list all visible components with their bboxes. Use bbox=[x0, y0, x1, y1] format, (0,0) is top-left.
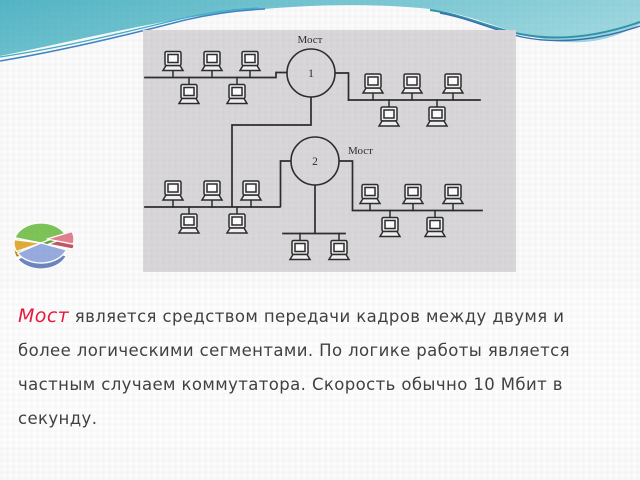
bridge2-label: Мост bbox=[348, 145, 373, 157]
bridge1-circle bbox=[286, 48, 336, 98]
computer-icon bbox=[426, 99, 448, 127]
bridge1-label: Мост bbox=[298, 34, 323, 46]
computer-icon bbox=[162, 180, 184, 208]
computer-icon bbox=[378, 99, 400, 127]
bridge2-number: 2 bbox=[312, 156, 318, 168]
wave-line-teal bbox=[0, 7, 259, 58]
computer-icon bbox=[239, 50, 261, 79]
computer-icon bbox=[162, 50, 184, 79]
text-line-1: Мост является средством передачи кадров … bbox=[18, 299, 622, 334]
top-wave-decoration bbox=[0, 0, 640, 62]
wave-line-blue bbox=[0, 8, 266, 62]
pie-slice-yellow bbox=[13, 238, 42, 253]
pie-chart-icon bbox=[13, 222, 75, 270]
wave-fill bbox=[0, 0, 640, 56]
diagram-panel: Мост 1 Мост 2 bbox=[143, 30, 516, 272]
computer-icon bbox=[401, 73, 423, 101]
network-diagram: Мост 1 Мост 2 bbox=[144, 34, 483, 261]
computer-icon bbox=[359, 183, 381, 212]
computer-icon bbox=[328, 232, 350, 261]
bus-segment-top-left bbox=[144, 71, 289, 79]
computer-icon bbox=[226, 76, 248, 105]
bridge2-circle bbox=[290, 136, 340, 186]
text-line-3: частным случаем коммутатора. Скорость об… bbox=[18, 375, 563, 394]
computer-icon bbox=[178, 76, 200, 105]
pie-slice-blue bbox=[16, 242, 68, 264]
bridge1-right-connector bbox=[334, 72, 350, 101]
computer-icon bbox=[424, 209, 446, 238]
computer-icon bbox=[442, 183, 464, 212]
computer-icon bbox=[226, 206, 248, 234]
computer-icon bbox=[402, 183, 424, 212]
computer-icon bbox=[201, 180, 223, 208]
text-line-2: более логическими сегментами. По логике … bbox=[18, 341, 570, 360]
computer-icon bbox=[240, 180, 262, 208]
bridge2-right-connector bbox=[338, 160, 354, 211]
bridge1-bottom-connector bbox=[231, 96, 312, 207]
wave-streak-teal bbox=[429, 9, 640, 39]
pie-slice-pink bbox=[46, 230, 75, 245]
definition-text: Мост является средством передачи кадров … bbox=[0, 289, 640, 448]
computer-icon bbox=[178, 206, 200, 234]
bridge2-left-connector bbox=[279, 160, 292, 207]
wave-streak-blue bbox=[439, 12, 640, 42]
computer-icon bbox=[362, 73, 384, 101]
computer-icon bbox=[201, 50, 223, 79]
computer-icon bbox=[442, 73, 464, 101]
computer-icon bbox=[289, 232, 311, 261]
bridge1-number: 1 bbox=[308, 68, 314, 80]
term-bridge: Мост bbox=[18, 305, 70, 327]
computer-icon bbox=[379, 209, 401, 238]
text-line-4: секунду. bbox=[18, 409, 98, 428]
text-line-1-rest: является средством передачи кадров между… bbox=[69, 307, 565, 326]
